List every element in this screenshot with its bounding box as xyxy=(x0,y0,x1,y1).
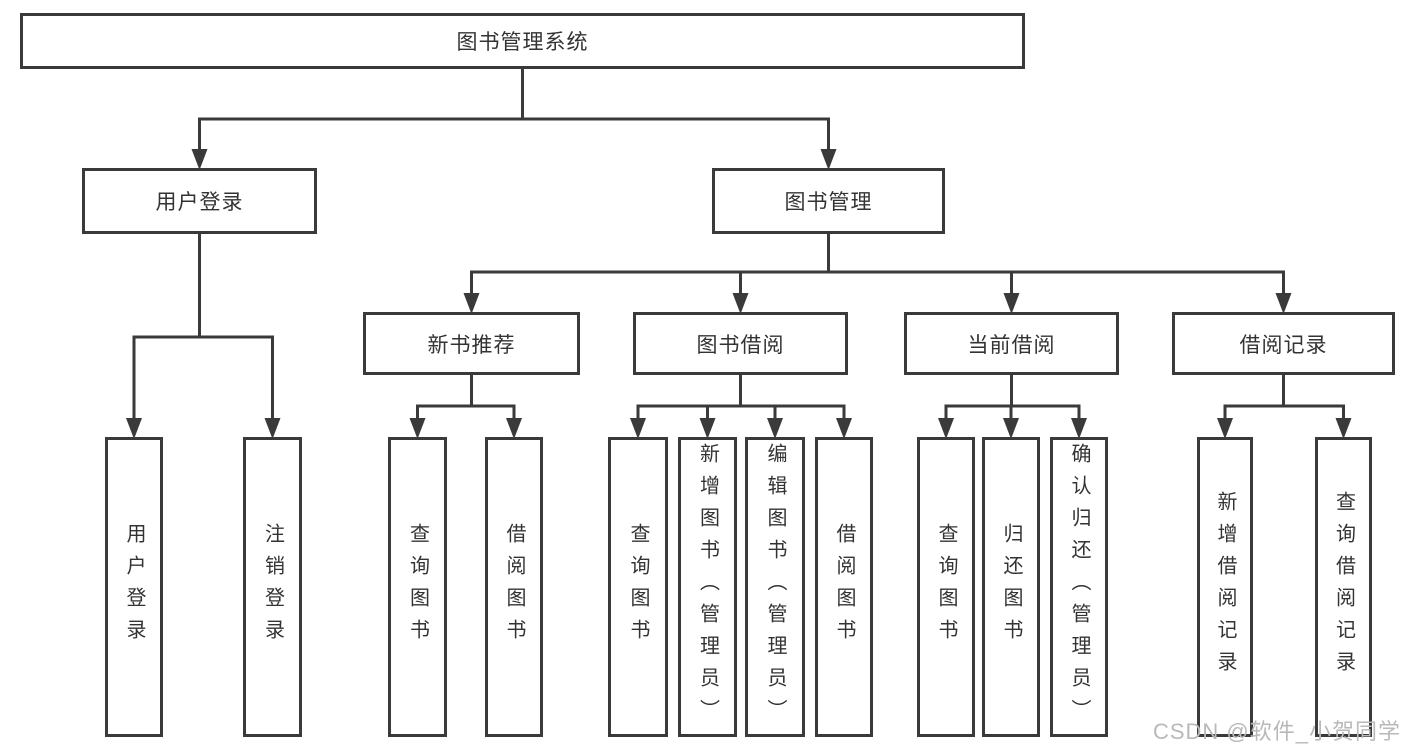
node-leaf-query-book-2: 查询图书 xyxy=(608,437,668,737)
node-leaf-logout: 注销登录 xyxy=(243,437,302,737)
node-borrow-records: 借阅记录 xyxy=(1172,312,1395,375)
node-leaf-query-book-1: 查询图书 xyxy=(388,437,447,737)
node-new-book-rec: 新书推荐 xyxy=(363,312,580,375)
node-leaf-add-book: 新增图书（管理员） xyxy=(678,437,737,737)
node-leaf-user-login: 用户登录 xyxy=(105,437,163,737)
node-book-mgmt: 图书管理 xyxy=(712,168,945,234)
node-current-borrow: 当前借阅 xyxy=(904,312,1119,375)
node-leaf-add-record: 新增借阅记录 xyxy=(1197,437,1253,737)
node-leaf-confirm-return: 确认归还（管理员） xyxy=(1050,437,1108,737)
node-book-borrow: 图书借阅 xyxy=(633,312,848,375)
node-leaf-borrow-book-1: 借阅图书 xyxy=(485,437,543,737)
watermark: CSDN @软件_小贺同学 xyxy=(1152,719,1401,744)
node-leaf-edit-book: 编辑图书（管理员） xyxy=(745,437,805,737)
node-leaf-return-book: 归还图书 xyxy=(982,437,1040,737)
node-leaf-borrow-book-2: 借阅图书 xyxy=(815,437,873,737)
node-leaf-query-record: 查询借阅记录 xyxy=(1315,437,1372,737)
node-leaf-query-book-3: 查询图书 xyxy=(917,437,975,737)
node-user-login-group: 用户登录 xyxy=(82,168,317,234)
node-root: 图书管理系统 xyxy=(20,13,1025,69)
